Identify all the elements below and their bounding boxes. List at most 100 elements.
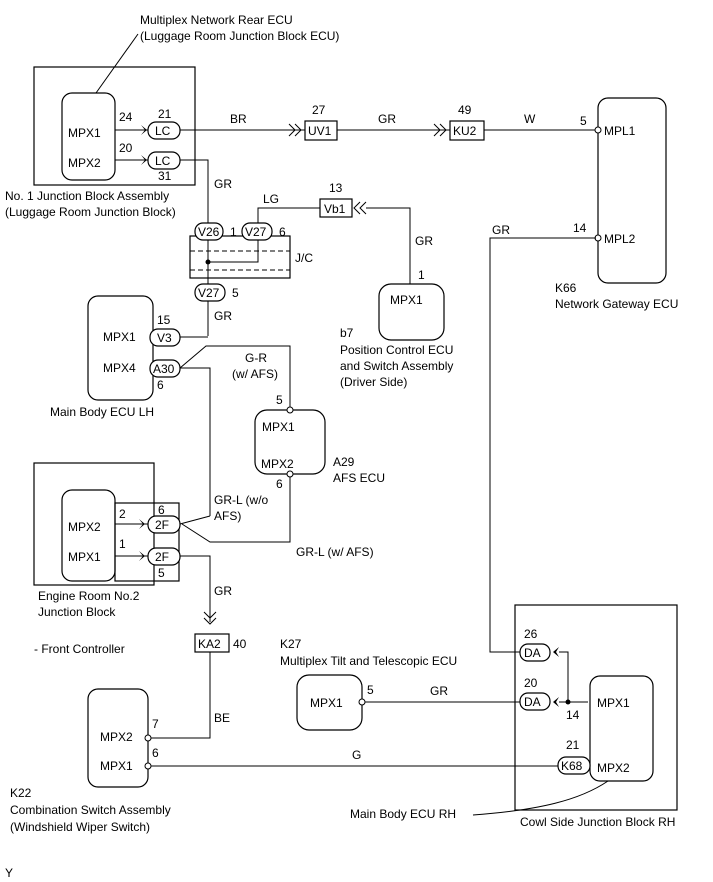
main-body-rh-pin-mpx2: MPX2 (597, 761, 630, 775)
da-arrow-1 (553, 647, 559, 657)
main-body-lh-pin-mpx4: MPX4 (103, 361, 136, 375)
pin-13: 13 (329, 181, 343, 195)
2f-arrow-1 (139, 519, 145, 529)
rear-ecu-leader (95, 33, 139, 94)
connector-lc-1-label: LC (155, 124, 171, 138)
pin-20: 20 (119, 141, 133, 155)
jc-box (189, 235, 291, 279)
tilt-ecu-title: Multiplex Tilt and Telescopic ECU (280, 654, 457, 668)
2f-arrow-2 (139, 551, 145, 561)
comb-mpx1-terminal (144, 762, 152, 770)
engine-room-title-1: Engine Room No.2 (38, 589, 140, 603)
afs-ecu-pin-mpx1: MPX1 (262, 420, 295, 434)
main-body-lh-pin-mpx1: MPX1 (103, 330, 136, 344)
connector-a30-label: A30 (153, 362, 175, 376)
pin-1-2f: 1 (119, 537, 126, 551)
connector-2f-1 (147, 515, 181, 534)
uv1-arrow (288, 123, 302, 137)
connector-v27-top-label: V27 (245, 225, 267, 239)
wire-2f-join (179, 515, 211, 525)
wire-lg-label: LG (263, 192, 279, 206)
comb-switch-title-2: (Windshield Wiper Switch) (10, 820, 150, 834)
comb-mpx2-terminal (144, 734, 152, 742)
wire-g-label: G (352, 748, 361, 762)
afs-mpx1-terminal (286, 406, 294, 414)
connector-da-2 (519, 692, 551, 711)
wire-gr-l-w-label: GR-L (w/ AFS) (296, 545, 374, 559)
main-body-rh-box (589, 675, 654, 782)
pin-31: 31 (158, 169, 172, 183)
rear-ecu-box (61, 92, 116, 181)
connector-v27-bottom (194, 283, 226, 302)
comb-switch-title-1: Combination Switch Assembly (10, 803, 171, 817)
tilt-ecu-code: K27 (280, 637, 302, 651)
tilt-mpx1-terminal (358, 698, 366, 706)
cowl-internal-wire (559, 651, 588, 703)
rear-ecu-title: Multiplex Network Rear ECU (140, 13, 293, 27)
main-body-rh-pin-mpx1: MPX1 (597, 696, 630, 710)
connector-k68-label: K68 (561, 759, 583, 773)
da-arrow-2 (553, 697, 559, 707)
pin-20: 20 (524, 676, 538, 690)
pin-2-2f: 2 (119, 507, 126, 521)
wire-w-label: W (524, 112, 536, 126)
wire-gr-lc2 (180, 159, 209, 228)
cowl-splice (565, 699, 571, 705)
pin-6-2f: 6 (158, 503, 165, 517)
pin-15: 15 (157, 313, 171, 327)
connector-da-2-label: DA (524, 695, 541, 709)
gateway-pin-mpl2: MPL2 (604, 232, 636, 246)
tilt-ecu-pin-mpx1: MPX1 (310, 696, 343, 710)
connector-ku2-label: KU2 (453, 124, 477, 138)
pin-24: 24 (119, 110, 133, 124)
engine-room-ecu-box (61, 489, 116, 582)
pin-6-a29: 6 (276, 477, 283, 491)
wire-gr-lc2-label: GR (214, 177, 232, 191)
vb1-arrow (353, 201, 367, 215)
connector-k68 (557, 756, 591, 775)
connector-v26 (194, 222, 224, 241)
connector-2f-2-label: 2F (155, 550, 169, 564)
pin-27: 27 (312, 103, 326, 117)
connector-lc-2-label: LC (155, 154, 171, 168)
position-ecu-title-1: Position Control ECU (340, 343, 453, 357)
pin-14-mpl2: 14 (573, 221, 587, 235)
engine-room-title-2: Junction Block (38, 605, 116, 619)
lc-arrow-1 (141, 125, 147, 135)
wire-be (148, 652, 211, 739)
connector-uv1-label: UV1 (308, 124, 332, 138)
pin-1-b7: 1 (418, 268, 425, 282)
position-ecu-box (378, 283, 445, 341)
connector-v26-label: V26 (198, 225, 220, 239)
rear-ecu-pin-mpx1: MPX1 (68, 126, 101, 140)
ku2-arrow (433, 123, 447, 137)
mpl1-terminal (594, 126, 602, 134)
ka2-arrow (203, 611, 217, 625)
position-ecu-title-3: (Driver Side) (340, 375, 407, 389)
main-body-lh-title: Main Body ECU LH (50, 405, 154, 419)
pin-14-cowl: 14 (566, 708, 580, 722)
pin-7: 7 (152, 717, 159, 731)
wire-gr-tilt-label: GR (430, 684, 448, 698)
afs-mpx2-terminal (286, 470, 294, 478)
afs-ecu-title: AFS ECU (333, 471, 385, 485)
gateway-code: K66 (555, 281, 577, 295)
pin-26: 26 (524, 627, 538, 641)
wire-gr-v3-label: GR (214, 309, 232, 323)
wire-be-label: BE (214, 711, 230, 725)
pin-5-2f: 5 (158, 566, 165, 580)
pin-40: 40 (233, 637, 247, 651)
pin-21: 21 (158, 107, 172, 121)
position-ecu-title-2: and Switch Assembly (340, 359, 453, 373)
wire-gr-l-wo-label: GR-L (w/o (214, 493, 269, 507)
jc-label: J/C (295, 251, 313, 265)
wire-gr-top-label: GR (378, 112, 396, 126)
connector-da-1 (519, 643, 551, 662)
gateway-ecu-box (597, 97, 667, 284)
pin-5-a29: 5 (276, 393, 283, 407)
wire-gr-ka2 (180, 555, 211, 622)
jb1-subtitle: (Luggage Room Junction Block) (5, 205, 176, 219)
main-body-rh-leader (472, 780, 609, 816)
